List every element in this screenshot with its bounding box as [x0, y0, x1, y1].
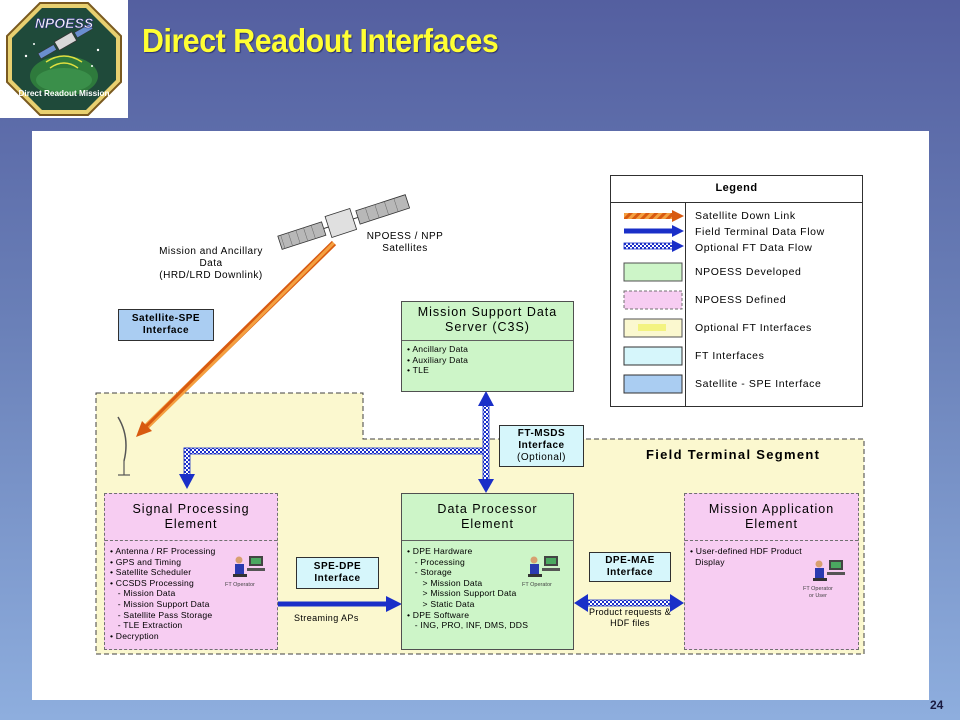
legend-item-optional-ft-interfaces: Optional FT Interfaces: [695, 322, 812, 334]
legend-item-satellite-spe-interface: Satellite - SPE Interface: [695, 378, 822, 390]
legend-item-npoess-defined: NPOESS Defined: [695, 294, 787, 306]
legend-swatches: [623, 210, 684, 394]
optional-flow-vertical-left: [183, 447, 191, 477]
satellite-spe-interface-line1: Satellite-SPE: [131, 313, 201, 324]
optional-flow-arrowhead-spe: [179, 474, 195, 489]
legend-item-field-terminal-data-flow: Field Terminal Data Flow: [695, 226, 825, 238]
dpe-mae-arrowhead-right: [670, 594, 684, 612]
dpe-bullets: • DPE Hardware - Processing - Storage > …: [407, 546, 529, 631]
satellite-downlink-arrow: [141, 240, 337, 432]
legend-item-satellite-down-link: Satellite Down Link: [695, 210, 796, 222]
mae-operator-line2: or User: [808, 593, 827, 599]
spe-title: Signal Processing Element: [105, 502, 277, 532]
legend-item-optional-ft-data-flow: Optional FT Data Flow: [695, 242, 813, 254]
legend-item-ft-interfaces: FT Interfaces: [695, 350, 765, 362]
optional-flow-vertical-msds: [482, 402, 490, 484]
page-number: 24: [930, 698, 944, 712]
satellite-label: NPOESS / NPP Satellites: [350, 231, 460, 255]
dpe-mae-arrowhead-left: [574, 594, 588, 612]
downlink-label: Mission and Ancillary Data (HRD/LRD Down…: [136, 246, 286, 282]
streaming-aps-label: Streaming APs: [294, 613, 359, 623]
mae-title: Mission Application Element: [685, 502, 858, 532]
optional-flow-horizontal: [183, 447, 487, 455]
mae-bullets: • User-defined HDF Product Display: [690, 546, 802, 567]
spe-dpe-line1: SPE-DPE: [313, 561, 362, 572]
dpe-operator-label: FT Operator: [522, 582, 552, 588]
mae-operator-label: FT Operator or User: [803, 586, 833, 600]
operator-workstation-icon: [528, 556, 560, 577]
optional-flow-arrowhead-dpe: [478, 479, 494, 493]
mae-title-line2: Element: [745, 517, 798, 531]
diagram-panel: NPOESS / NPP Satellites Mission and Anci…: [32, 131, 929, 700]
legend-item-npoess-developed: NPOESS Developed: [695, 266, 802, 278]
msds-bullets: • Ancillary Data • Auxiliary Data • TLE: [407, 344, 469, 376]
legend-box: Legend Satellite Down Link Field Termina…: [610, 175, 863, 407]
ft-msds-line1: FT-MSDS: [517, 428, 566, 439]
msds-title-line1: Mission Support Data: [417, 305, 558, 319]
downlink-label-line1: Mission and Ancillary: [159, 246, 263, 257]
dpe-title-line1: Data Processor: [437, 502, 538, 516]
field-terminal-segment-label: Field Terminal Segment: [646, 447, 821, 462]
antenna-icon: [117, 416, 130, 476]
msds-box: Mission Support Data Server (C3S) • Anci…: [401, 301, 574, 392]
mae-title-line1: Mission Application: [708, 502, 835, 516]
legend-title: Legend: [611, 176, 862, 203]
ft-msds-line3: (Optional): [517, 452, 566, 463]
page-title: Direct Readout Interfaces: [142, 22, 499, 59]
downlink-label-line2: Data: [199, 258, 223, 269]
streaming-flow-arrowhead: [386, 596, 402, 612]
satellite-icon: [277, 194, 411, 250]
product-requests-line1: Product requests &: [589, 607, 671, 617]
dpe-mae-flow: [587, 599, 671, 607]
dpe-title: Data Processor Element: [402, 502, 573, 532]
msds-title-line2: Server (C3S): [445, 320, 530, 334]
logo-container: NPOESS Direct Readout Mission: [0, 0, 128, 118]
satellite-spe-interface-box: Satellite-SPE Interface: [118, 309, 214, 341]
dpe-mae-line2: Interface: [606, 567, 654, 578]
spe-box: Signal Processing Element • Antenna / RF…: [104, 493, 278, 650]
product-requests-label: Product requests & HDF files: [578, 607, 682, 629]
satellite-spe-interface-line2: Interface: [142, 325, 190, 336]
satellite-label-line2: Satellites: [382, 243, 428, 254]
mae-box: Mission Application Element • User-defin…: [684, 493, 859, 650]
legend-divider: [685, 202, 686, 406]
logo-top-text: NPOESS: [35, 15, 94, 31]
spe-operator-label: FT Operator: [225, 582, 255, 588]
ft-msds-line2: Interface: [518, 440, 565, 451]
satellite-downlink-arrowhead: [136, 421, 152, 437]
downlink-label-line3: (HRD/LRD Downlink): [159, 270, 263, 281]
dpe-mae-interface-box: DPE-MAE Interface: [589, 552, 671, 582]
spe-dpe-interface-box: SPE-DPE Interface: [296, 557, 379, 589]
msds-title: Mission Support Data Server (C3S): [402, 305, 573, 335]
product-requests-line2: HDF files: [610, 618, 650, 628]
spe-title-line2: Element: [164, 517, 218, 531]
dpe-box: Data Processor Element • DPE Hardware - …: [401, 493, 574, 650]
spe-title-line1: Signal Processing: [132, 502, 250, 516]
dpe-title-line2: Element: [461, 517, 514, 531]
mae-operator-line1: FT Operator: [803, 586, 833, 592]
optional-flow-arrowhead-msds: [478, 391, 494, 406]
operator-workstation-icon: [233, 556, 265, 577]
operator-workstation-icon: [813, 560, 845, 581]
satellite-label-line1: NPOESS / NPP: [366, 231, 444, 242]
ft-msds-interface-box: FT-MSDS Interface (Optional): [499, 425, 584, 467]
spe-bullets: • Antenna / RF Processing • GPS and Timi…: [110, 546, 216, 641]
npoess-logo: NPOESS Direct Readout Mission: [6, 2, 122, 116]
spe-dpe-line2: Interface: [314, 573, 361, 584]
logo-bottom-text: Direct Readout Mission: [19, 89, 110, 98]
dpe-mae-line1: DPE-MAE: [605, 555, 655, 566]
